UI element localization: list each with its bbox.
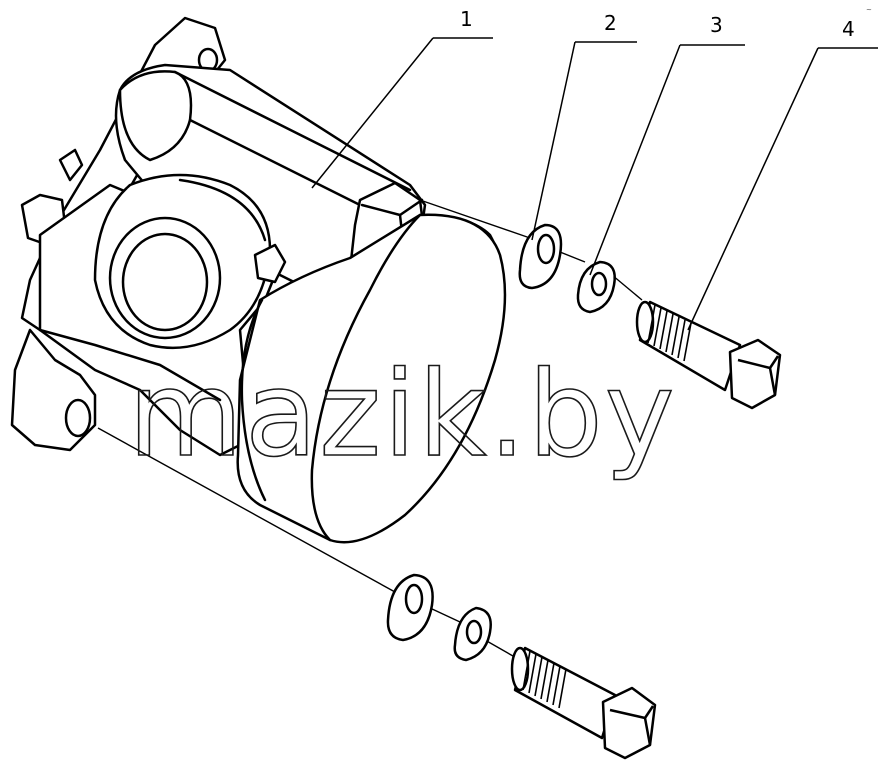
lower-fastener-set: [386, 573, 657, 760]
hex-bolt-lower-shank: [513, 646, 617, 740]
callout-3: 3: [710, 13, 723, 37]
upper-fastener-set: [518, 223, 782, 410]
corner-mark: ~: [866, 6, 872, 14]
hex-bolt-lower-tip: [510, 646, 530, 692]
callout-1: 1: [460, 7, 473, 31]
mounting-ear-left-hole: [64, 398, 92, 438]
canister-front-face: [310, 213, 507, 544]
hex-bolt-upper-tip: [635, 300, 655, 344]
flat-washer-lower-hole: [404, 583, 424, 615]
hex-bolt-upper-thread: [647, 304, 692, 362]
callout-2: 2: [604, 11, 617, 35]
lock-washer-upper-hole: [590, 271, 608, 297]
lock-washer-lower-hole: [465, 619, 483, 645]
callout-numbers: 1 2 3 4: [460, 7, 855, 41]
watermark-text: mazik.by: [128, 345, 677, 483]
callout-4: 4: [842, 17, 855, 41]
hex-bolt-upper-head: [728, 338, 782, 410]
callout-leaders: [311, 37, 878, 331]
hex-bolt-lower-head: [601, 686, 657, 760]
side-port-opening-inner: [121, 232, 209, 332]
valve-assembly: [10, 16, 507, 544]
hex-bolt-lower-thread: [522, 650, 567, 709]
flat-washer-upper-hole: [536, 233, 556, 265]
